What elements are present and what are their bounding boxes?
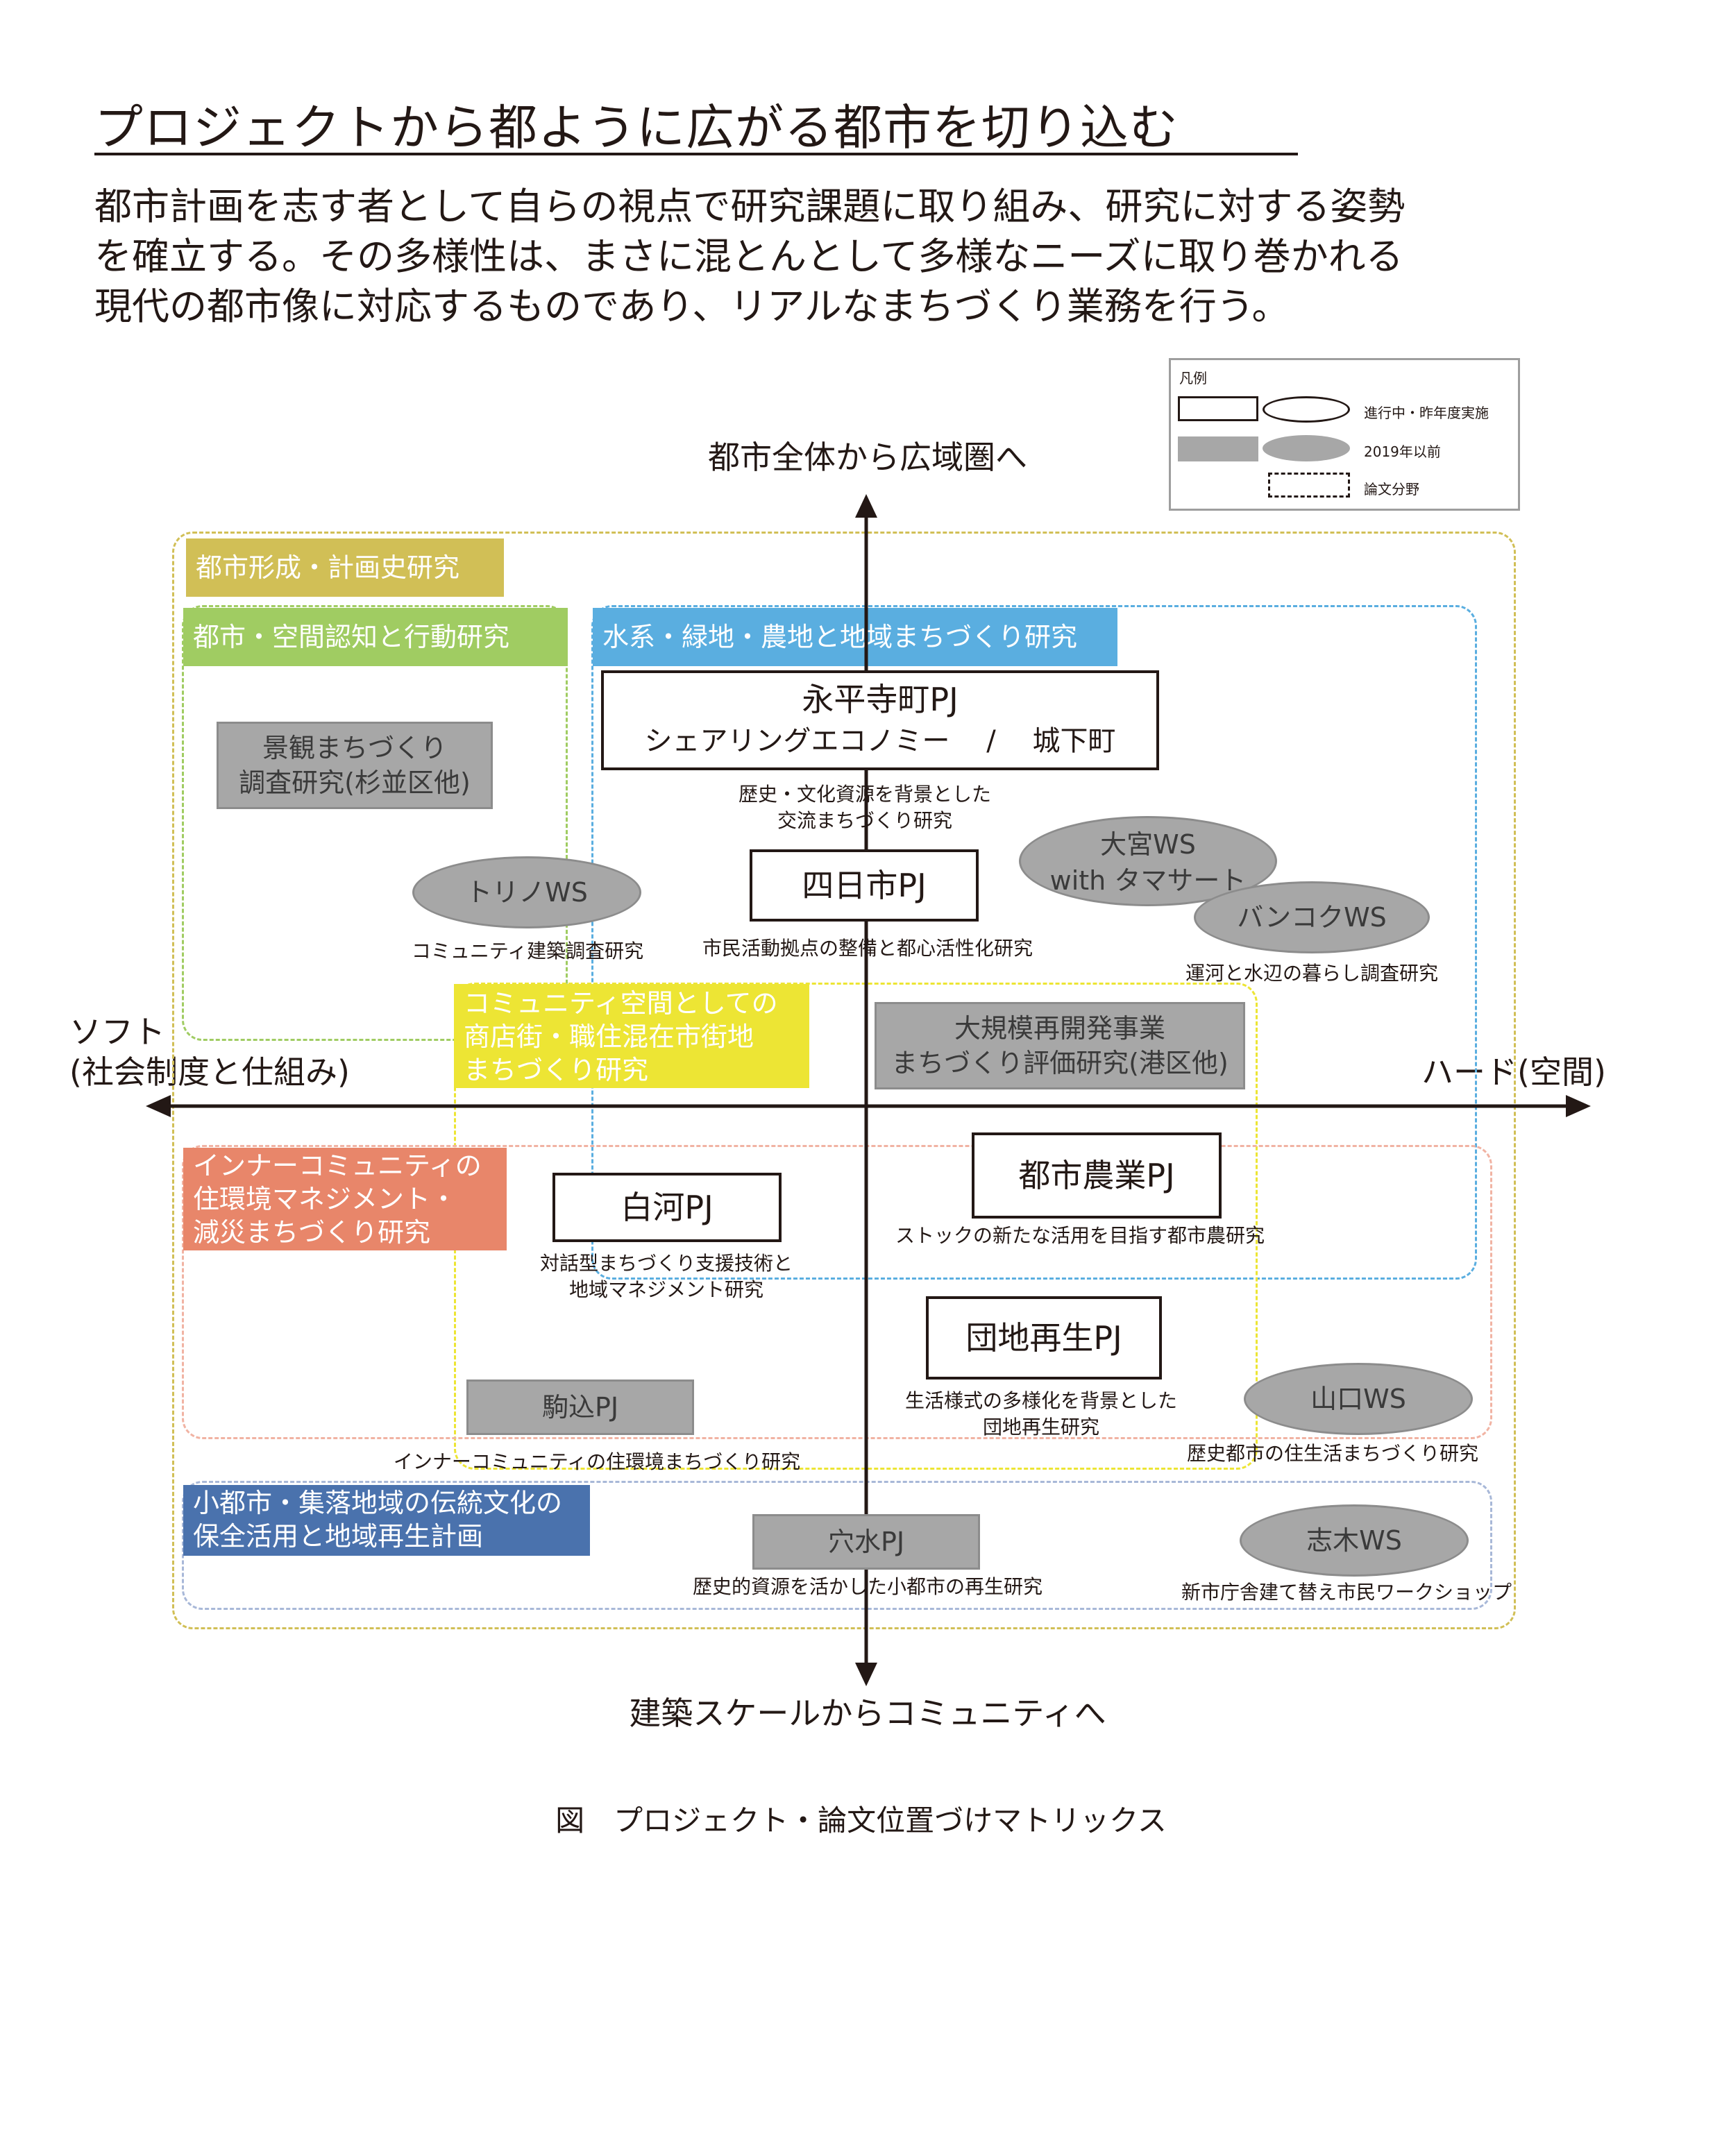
area-commercial-label: コミュニティ空間としての 商店街・職住混在市街地 まちづくり研究 (454, 984, 809, 1088)
project-urban-farm: 都市農業PJ (972, 1132, 1222, 1219)
axis-left-line2: (社会制度と仕組み) (69, 1053, 350, 1091)
axis-left-line1: ソフト (69, 1013, 165, 1051)
past-project-komagome: 駒込PJ (466, 1380, 694, 1435)
area-small-town (182, 1481, 1492, 1610)
legend: 凡例 進行中・昨年度実施 2019年以前 論文分野 (1169, 358, 1520, 511)
axis-bottom-label: 建築スケールからコミュニティへ (629, 1695, 1106, 1732)
legend-title: 凡例 (1179, 370, 1207, 387)
area-commercial-line: まちづくり研究 (464, 1055, 649, 1085)
project-subtitle: シェアリングエコノミー / 城下町 (644, 725, 1116, 757)
intro-line: 現代の都市像に対応するものであり、リアルなまちづくり業務を行う。 (94, 285, 1290, 328)
workshop-yamaguchi: 山口WS (1244, 1363, 1473, 1435)
project-title: 永平寺町PJ (802, 681, 959, 718)
figure-caption: 図 プロジェクト・論文位置づけマトリックス (555, 1803, 1167, 1837)
caption-line: 団地再生研究 (982, 1416, 1099, 1438)
area-commercial-line: コミュニティ空間としての (464, 988, 778, 1019)
caption-line: 交流まちづくり研究 (777, 809, 952, 832)
legend-past-rect (1178, 436, 1258, 461)
project-danchi: 団地再生PJ (926, 1296, 1162, 1380)
area-inner-line: 住環境マネジメント・ (193, 1184, 457, 1214)
project-yokkaichi: 四日市PJ (750, 849, 979, 922)
intro-paragraph: 都市計画を志す者として自らの視点で研究課題に取り組み、研究に対する姿勢 を確立す… (94, 182, 1405, 332)
legend-paper-rect (1268, 473, 1350, 498)
area-inner-line: 減災まちづくり研究 (193, 1217, 431, 1248)
legend-paper-label: 論文分野 (1364, 481, 1419, 498)
anamizu-caption: 歴史的資源を活かした小都市の再生研究 (692, 1575, 1043, 1598)
area-small-town-label: 小都市・集落地域の伝統文化の 保全活用と地域再生計画 (183, 1485, 590, 1556)
project-shirakawa: 白河PJ (552, 1173, 782, 1242)
caption-line: 生活様式の多様化を背景とした (904, 1389, 1177, 1412)
past-project-line: 大規模再開発事業 (954, 1013, 1165, 1044)
arrow-up-icon (855, 494, 877, 518)
shiki-caption: 新市庁舎建て替え市民ワークショップ (1181, 1581, 1512, 1604)
workshop-bangkok: バンコクWS (1194, 881, 1430, 953)
workshop-line: with タマサート (1049, 865, 1247, 896)
legend-current-ellipse (1263, 396, 1350, 423)
intro-line: 都市計画を志す者として自らの視点で研究課題に取り組み、研究に対する姿勢 (94, 185, 1406, 228)
area-cognition (182, 605, 568, 1041)
caption-line: 歴史・文化資源を背景とした (738, 783, 991, 806)
area-inner-line: インナーコミュニティの (193, 1151, 482, 1181)
yamaguchi-caption: 歴史都市の住生活まちづくり研究 (1186, 1442, 1478, 1465)
past-project-anamizu: 穴水PJ (752, 1514, 980, 1570)
axis-right-label: ハード(空間) (1421, 1053, 1606, 1091)
torino-caption: コミュニティ建築調査研究 (411, 940, 644, 962)
legend-past-label: 2019年以前 (1364, 443, 1441, 460)
area-history (172, 532, 1516, 1629)
past-project-redevelopment: 大規模再開発事業 まちづくり評価研究(港区他) (875, 1002, 1245, 1089)
eiheiji-caption: 歴史・文化資源を背景とした 交流まちづくり研究 (643, 781, 1087, 834)
area-inner (182, 1145, 1492, 1439)
past-project-landscape: 景観まちづくり 調査研究(杉並区他) (217, 722, 493, 809)
past-project-line: 調査研究(杉並区他) (239, 767, 471, 798)
inner-community-caption: インナーコミュニティの住環境まちづくり研究 (393, 1450, 801, 1473)
title-underline (94, 153, 1298, 155)
project-eiheiji: 永平寺町PJ シェアリングエコノミー / 城下町 (601, 670, 1159, 770)
past-project-line: まちづくり評価研究(港区他) (891, 1048, 1229, 1078)
axis-left-label: ソフト (社会制度と仕組み) (69, 1012, 350, 1092)
shirakawa-caption: 対話型まちづくり支援技術と 地域マネジメント研究 (486, 1250, 847, 1303)
arrow-down-icon (855, 1663, 877, 1686)
arrow-right-icon (1566, 1095, 1591, 1117)
past-project-line: 景観まちづくり (262, 733, 447, 763)
area-commercial-line: 商店街・職住混在市街地 (464, 1021, 754, 1052)
area-small-town-line: 小都市・集落地域の伝統文化の (193, 1488, 563, 1518)
arrow-left-icon (146, 1095, 171, 1117)
legend-current-label: 進行中・昨年度実施 (1364, 405, 1489, 421)
yokkaichi-caption: 市民活動拠点の整備と都心活性化研究 (702, 937, 1033, 960)
area-small-town-line: 保全活用と地域再生計画 (193, 1521, 484, 1552)
area-history-label: 都市形成・計画史研究 (186, 538, 504, 597)
legend-current-rect (1178, 396, 1258, 421)
legend-past-ellipse (1263, 435, 1350, 461)
area-inner-label: インナーコミュニティの 住環境マネジメント・ 減災まちづくり研究 (183, 1148, 507, 1250)
caption-line: 対話型まちづくり支援技術と (539, 1252, 793, 1275)
urban-farm-caption: ストックの新たな活用を目指す都市農研究 (895, 1224, 1265, 1247)
caption-line: 地域マネジメント研究 (568, 1278, 763, 1301)
area-cognition-label: 都市・空間認知と行動研究 (183, 608, 568, 666)
area-water (591, 605, 1477, 1280)
workshop-line: 大宮WS (1100, 829, 1196, 860)
page-title: プロジェクトから都ように広がる都市を切り込む (94, 99, 1179, 156)
danchi-caption: 生活様式の多様化を背景とした 団地再生研究 (861, 1388, 1222, 1441)
area-water-label: 水系・緑地・農地と地域まちづくり研究 (593, 608, 1117, 666)
workshop-torino: トリノWS (412, 856, 641, 928)
workshop-shiki: 志木WS (1240, 1504, 1469, 1577)
bangkok-caption: 運河と水辺の暮らし調査研究 (1185, 962, 1438, 985)
intro-line: を確立する。その多様性は、まさに混とんとして多様なニーズに取り巻かれる (94, 235, 1403, 278)
axis-top-label: 都市全体から広域圏へ (708, 439, 1027, 476)
